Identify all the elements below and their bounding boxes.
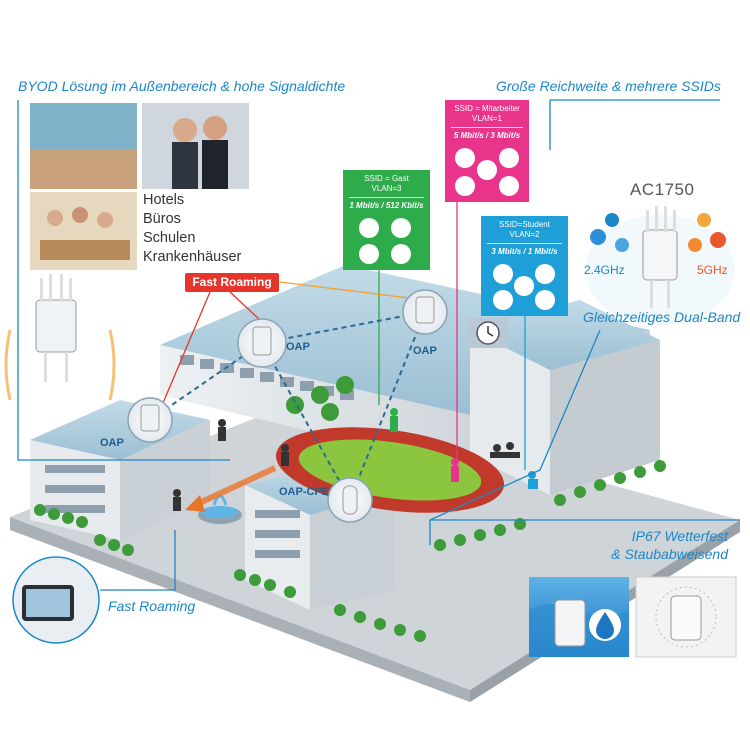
product-model: AC1750 xyxy=(630,180,695,199)
ap-label-left: OAP xyxy=(100,437,124,449)
ip67-panels xyxy=(529,576,737,658)
ap-device-left xyxy=(4,274,116,401)
fast-roaming-callout: Fast Roaming xyxy=(108,598,196,614)
band-24ghz-label: 2.4GHz xyxy=(584,263,625,277)
ip67-callout-line2: & Staubabweisend xyxy=(611,546,728,562)
ssid-vlan: VLAN=1 xyxy=(471,114,503,123)
ssid-card-staff: SSID = Mitarbeiter VLAN=1 5 Mbit/s / 3 M… xyxy=(445,100,529,202)
water-drop-icon xyxy=(596,612,614,639)
dualband-callout: Gleichzeitiges Dual-Band xyxy=(583,309,741,325)
people xyxy=(173,419,520,511)
ssid-rate: 1 Mbit/s / 512 Kbit/s xyxy=(349,201,424,210)
venue-item: Krankenhäuser xyxy=(143,249,242,265)
camera-icon xyxy=(499,148,519,168)
mail-icon xyxy=(391,244,411,264)
ssid-card-guest: SSID = Gast VLAN=3 1 Mbit/s / 512 Kbit/s xyxy=(343,170,430,270)
globe-icon xyxy=(455,176,475,196)
band-5ghz-label: 5GHz xyxy=(697,263,728,277)
ssid-vlan: VLAN=2 xyxy=(509,230,540,239)
chat-icon xyxy=(359,218,379,238)
globe-icon xyxy=(359,244,379,264)
venue-item: Hotels xyxy=(143,192,185,208)
fountain xyxy=(198,494,242,524)
byod-callout: BYOD Lösung im Außenbereich & hohe Signa… xyxy=(18,78,346,94)
video-icon xyxy=(455,148,475,168)
photos xyxy=(12,103,249,644)
ap-nodes xyxy=(127,289,448,523)
chat-icon xyxy=(514,276,534,296)
ap-label-right: OAP xyxy=(413,345,437,357)
clock-tower xyxy=(468,318,508,348)
ap-label-cpe: OAP-CPE xyxy=(279,486,330,498)
venue-list: Hotels Büros Schulen Krankenhäuser xyxy=(143,191,241,267)
mail-icon xyxy=(499,176,519,196)
fast-roaming-badge: Fast Roaming xyxy=(185,273,279,292)
hedges xyxy=(34,376,666,642)
globe-icon xyxy=(493,290,513,310)
band-icons xyxy=(590,213,726,252)
ssid-name: SSID = Mitarbeiter xyxy=(454,104,520,113)
video-icon xyxy=(493,264,513,284)
camera-icon xyxy=(535,264,555,284)
venue-item: Büros xyxy=(143,211,181,227)
ssid-rate: 5 Mbit/s / 3 Mbit/s xyxy=(453,131,521,140)
ap-label-center: OAP xyxy=(286,341,310,353)
range-callout: Große Reichweite & mehrere SSIDs xyxy=(496,78,721,94)
venue-item: Schulen xyxy=(143,230,196,246)
roaming-arrow xyxy=(193,465,277,508)
ssid-name: SSID=Student xyxy=(499,220,550,229)
ssid-name: SSID = Gast xyxy=(364,174,409,183)
mail-icon xyxy=(535,290,555,310)
ip67-callout-line1: IP67 Wetterfest xyxy=(631,528,728,544)
chat-icon xyxy=(477,160,497,180)
ssid-rate: 3 Mbit/s / 1 Mbit/s xyxy=(491,247,558,256)
ssid-card-student: SSID=Student VLAN=2 3 Mbit/s / 1 Mbit/s xyxy=(481,216,568,316)
callout-leaders xyxy=(17,99,740,591)
ssid-vlan: VLAN=3 xyxy=(371,184,402,193)
document-icon xyxy=(391,218,411,238)
